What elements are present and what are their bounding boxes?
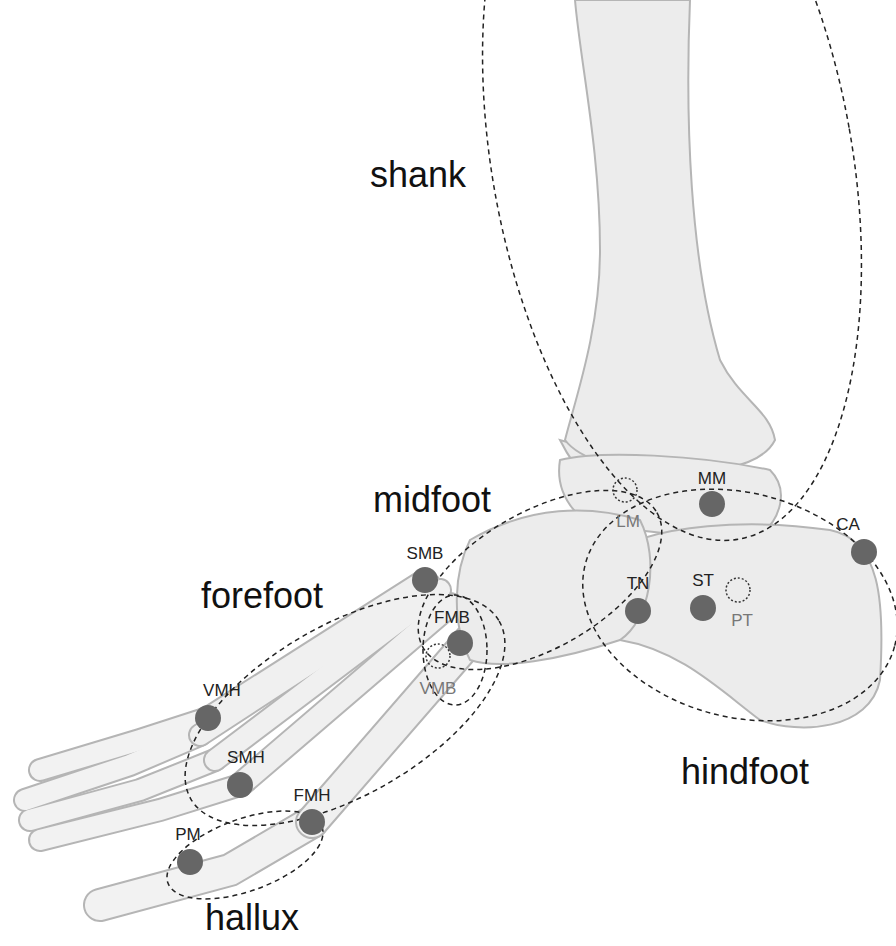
marker-label: LM [616,513,640,530]
marker-label: VMB [420,680,457,697]
segment-outlines [148,0,896,917]
marker-label: CA [836,516,860,533]
segment-label: hallux [205,900,299,936]
midfoot-bones [457,510,651,663]
tibia [565,0,775,472]
marker-label: ST [692,572,714,589]
marker-label: PM [175,826,201,843]
segment-label: midfoot [373,482,491,518]
marker-label: SMB [407,545,444,562]
marker-label: MM [698,470,726,487]
marker-label: VMH [203,682,241,699]
marker-label: FMH [294,787,331,804]
marker-label: PT [731,612,753,629]
segment-label: shank [370,157,466,193]
marker-dots [177,491,877,875]
segment-label: forefoot [201,578,323,614]
marker-label: SMH [227,749,265,766]
segment-label: hindfoot [681,754,809,790]
marker-label: TN [627,575,650,592]
marker-label: FMB [434,609,470,626]
